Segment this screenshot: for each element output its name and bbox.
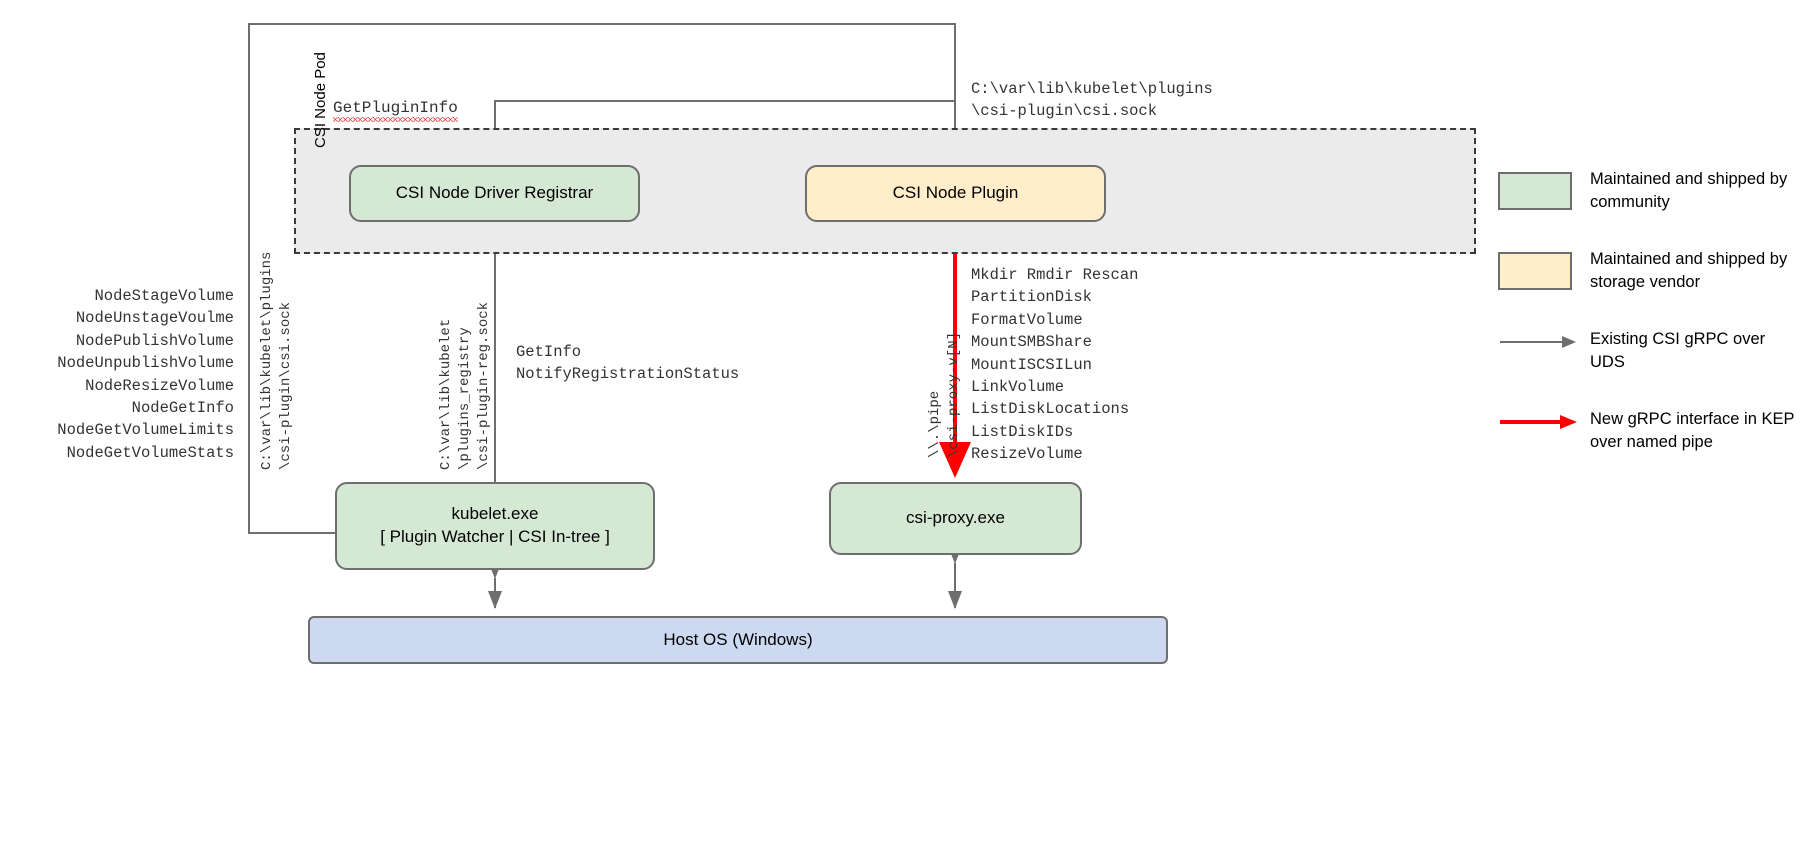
csi-proxy-box[interactable]: csi-proxy.exe bbox=[829, 482, 1082, 555]
plugins-registry-path-rotated: C:\var\lib\kubelet \plugins_registry \cs… bbox=[438, 301, 492, 470]
kubelet-label-line1: kubelet.exe bbox=[451, 504, 539, 524]
legend-label-vendor: Maintained and shipped by storage vendor bbox=[1590, 250, 1788, 291]
csi-proxy-label: csi-proxy.exe bbox=[906, 508, 1005, 528]
legend-item-community: Maintained and shipped by community bbox=[1498, 168, 1798, 214]
get-plugin-info-label: GetPluginInfo bbox=[333, 99, 458, 122]
spellcheck-squiggle bbox=[333, 117, 458, 122]
red-arrow-icon bbox=[1500, 415, 1577, 429]
host-os-label: Host OS (Windows) bbox=[663, 629, 813, 649]
legend-item-vendor: Maintained and shipped by storage vendor bbox=[1498, 248, 1798, 294]
csi-proxy-api-calls-list: Mkdir Rmdir Rescan PartitionDisk FormatV… bbox=[971, 266, 1139, 464]
legend-arrow-cell bbox=[1498, 408, 1590, 432]
legend-swatch-yellow bbox=[1498, 252, 1572, 290]
csi-sock-path-label: C:\var\lib\kubelet\plugins \csi-plugin\c… bbox=[971, 80, 1213, 121]
named-pipe-path-rotated: \\.\pipe \csi-proxy-v[N] bbox=[927, 331, 962, 458]
registration-calls-list: GetInfo NotifyRegistrationStatus bbox=[516, 343, 740, 384]
legend-swatch-cell bbox=[1498, 168, 1590, 210]
legend-label-community: Maintained and shipped by community bbox=[1590, 170, 1788, 211]
legend-swatch-green bbox=[1498, 172, 1572, 210]
legend-item-new-grpc: New gRPC interface in KEP over named pip… bbox=[1498, 408, 1798, 454]
kubelet-box[interactable]: kubelet.exe [ Plugin Watcher | CSI In-tr… bbox=[335, 482, 655, 570]
csi-node-plugin-label: CSI Node Plugin bbox=[892, 183, 1019, 203]
legend-swatch-cell bbox=[1498, 248, 1590, 290]
csi-node-driver-registrar-box[interactable]: CSI Node Driver Registrar bbox=[349, 165, 640, 222]
node-service-calls-list: NodeStageVolume NodeUnstageVoulme NodePu… bbox=[57, 287, 234, 462]
csi-node-driver-registrar-label: CSI Node Driver Registrar bbox=[395, 183, 594, 203]
host-os-box[interactable]: Host OS (Windows) bbox=[308, 616, 1168, 664]
legend-item-existing-grpc: Existing CSI gRPC over UDS bbox=[1498, 328, 1798, 374]
gray-arrow-icon bbox=[1500, 336, 1576, 348]
csi-node-plugin-box[interactable]: CSI Node Plugin bbox=[805, 165, 1106, 222]
legend-label-new-grpc: New gRPC interface in KEP over named pip… bbox=[1590, 410, 1795, 451]
kubelet-csi-sock-path-rotated: C:\var\lib\kubelet\plugins \csi-plugin\c… bbox=[259, 251, 294, 470]
legend-label-existing-grpc: Existing CSI gRPC over UDS bbox=[1590, 330, 1766, 371]
csi-node-pod-label: CSI Node Pod bbox=[312, 52, 329, 148]
legend: Maintained and shipped by community Main… bbox=[1498, 168, 1798, 488]
legend-arrow-cell bbox=[1498, 328, 1590, 352]
kubelet-label-line2: [ Plugin Watcher | CSI In-tree ] bbox=[380, 527, 610, 546]
get-plugin-info-text: GetPluginInfo bbox=[333, 99, 458, 117]
